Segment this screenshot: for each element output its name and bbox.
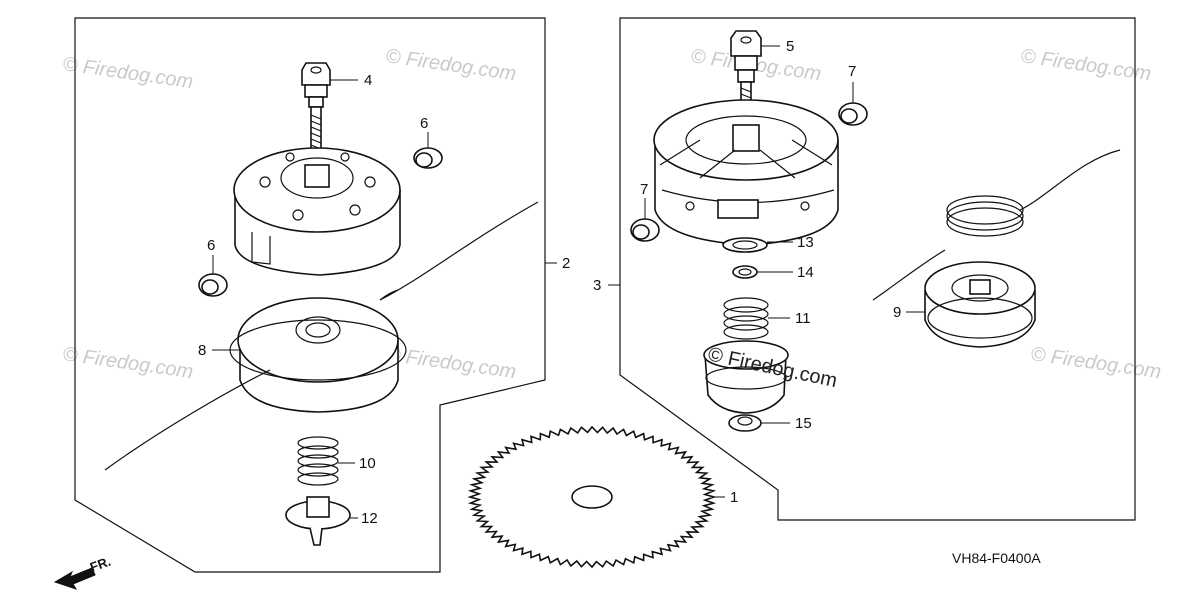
callout-9: 9 bbox=[893, 304, 901, 321]
watermark-7: © Firedog.com bbox=[1029, 343, 1162, 383]
callout-14: 14 bbox=[797, 264, 814, 281]
line-coil-right bbox=[872, 149, 1121, 301]
callout-8: 8 bbox=[198, 342, 206, 359]
watermark-5: © Firedog.com bbox=[61, 343, 194, 383]
callout-11: 11 bbox=[795, 310, 811, 327]
grommet-right-top bbox=[838, 102, 868, 126]
watermark-4: © Firedog.com bbox=[1019, 45, 1152, 85]
front-arrow-icon bbox=[53, 567, 96, 590]
front-direction-indicator: FR. bbox=[53, 554, 113, 590]
callout-15: 15 bbox=[795, 415, 812, 432]
left-group-frame bbox=[74, 17, 546, 573]
bump-knob-left bbox=[285, 496, 351, 546]
callout-13: 13 bbox=[797, 234, 814, 251]
callout-labels: 4 5 6 6 7 7 2 3 8 9 10 11 12 bbox=[198, 38, 925, 527]
callout-4: 4 bbox=[364, 72, 372, 89]
callout-7-side: 7 bbox=[640, 181, 648, 198]
reference-code: VH84-F0400A bbox=[952, 550, 1041, 566]
bolt-right bbox=[730, 30, 762, 113]
callout-6-top: 6 bbox=[420, 115, 428, 132]
spool-hub-right bbox=[703, 340, 789, 414]
callout-5: 5 bbox=[786, 38, 794, 55]
washer-large bbox=[722, 237, 768, 253]
front-label: FR. bbox=[88, 554, 113, 575]
bolt-left bbox=[301, 62, 331, 153]
watermark-1: © Firedog.com bbox=[61, 53, 194, 93]
hub-housing-left bbox=[233, 147, 401, 276]
spring-right bbox=[723, 297, 769, 340]
callout-12: 12 bbox=[361, 510, 378, 527]
watermark-6: © Firedog.com bbox=[384, 343, 517, 383]
spool-right bbox=[924, 261, 1036, 348]
spring-left bbox=[297, 436, 339, 486]
callout-10: 10 bbox=[359, 455, 376, 472]
callout-2: 2 bbox=[562, 255, 570, 272]
washer-small bbox=[732, 265, 758, 279]
grommet-left-side bbox=[198, 273, 228, 297]
nut-right bbox=[728, 414, 762, 432]
hub-housing-right bbox=[653, 99, 839, 246]
callout-6-side: 6 bbox=[207, 237, 215, 254]
saw-blade bbox=[467, 425, 717, 569]
callout-7-top: 7 bbox=[848, 63, 856, 80]
watermark-2: © Firedog.com bbox=[384, 45, 517, 85]
right-group-frame bbox=[619, 17, 1136, 521]
callout-1: 1 bbox=[730, 489, 738, 506]
grommet-left-top bbox=[413, 147, 443, 169]
saw-blade-arbor-hole bbox=[571, 485, 613, 509]
callout-3: 3 bbox=[593, 277, 601, 294]
grommet-right-side bbox=[630, 218, 660, 242]
spool-cover-left bbox=[229, 297, 407, 413]
trimmer-line-left bbox=[104, 201, 539, 471]
